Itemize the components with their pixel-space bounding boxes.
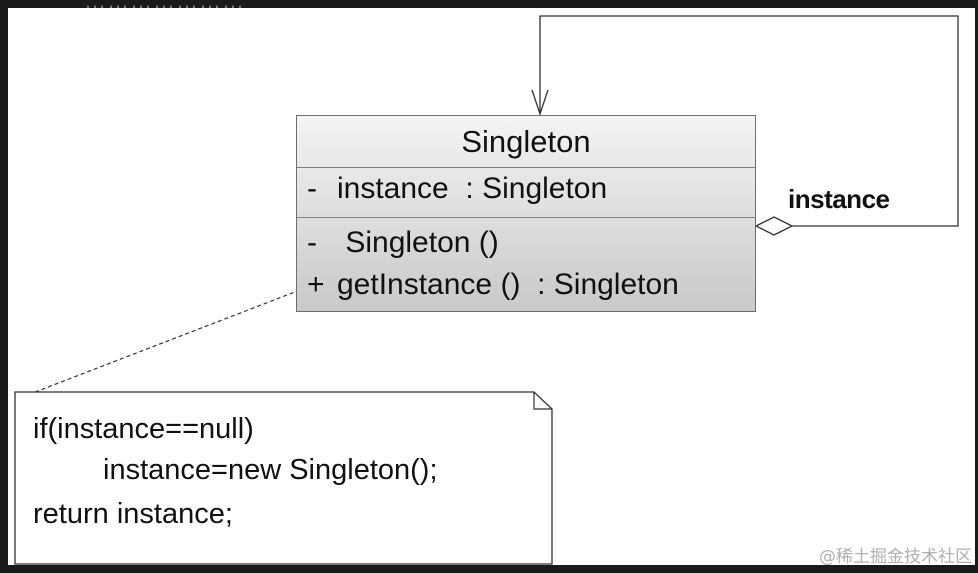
name-attribute-divider: [297, 167, 755, 168]
note-line: if(instance==null): [33, 413, 254, 445]
method-visibility: -: [307, 226, 317, 259]
method-visibility: +: [307, 268, 325, 301]
method-text: Singleton (): [337, 226, 499, 259]
note-line: instance=new Singleton();: [103, 454, 438, 486]
watermark: @稀土掘金技术社区: [819, 547, 972, 567]
association-role-label: instance: [788, 184, 890, 214]
method-get-instance: + getInstance () : Singleton: [307, 268, 679, 302]
frame-left-border: [0, 0, 8, 573]
note-line: return instance;: [33, 498, 233, 530]
association-arrowhead-icon: [531, 89, 549, 117]
frame-bottom-border: [0, 565, 978, 573]
aggregation-diamond-icon: [754, 216, 794, 236]
singleton-class-box[interactable]: Singleton -instance : Singleton - Single…: [296, 115, 756, 312]
note-shape: [14, 391, 553, 565]
method-constructor: - Singleton (): [307, 226, 499, 260]
self-association-line: [539, 15, 959, 227]
class-name: Singleton: [461, 124, 591, 159]
cropped-caption: …………………: [84, 0, 245, 13]
attribute-instance: -instance : Singleton: [307, 172, 607, 206]
attribute-visibility: -: [307, 172, 317, 205]
frame-right-border: [975, 0, 978, 573]
method-text: getInstance () : Singleton: [337, 268, 679, 301]
attribute-text: instance : Singleton: [337, 172, 608, 205]
note-anchor-line: [29, 289, 301, 395]
attribute-method-divider: [297, 217, 755, 218]
frame-top-border: [0, 0, 978, 8]
note-fold-icon: [533, 392, 552, 410]
